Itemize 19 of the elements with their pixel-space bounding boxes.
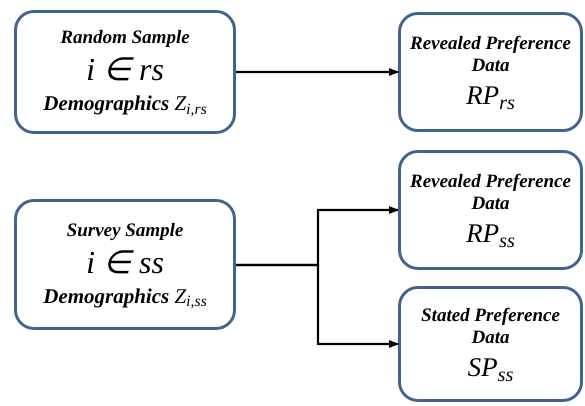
box-title: Revealed Preference Data: [409, 33, 572, 77]
box-title: Stated Preference Data: [420, 305, 561, 349]
formula-text: i ∈ rs: [86, 51, 164, 87]
formula-text: Demographics Z$_{i,ss}$: [43, 282, 207, 310]
formula-text: i ∈ ss: [86, 244, 164, 280]
formula-text: RP$_{ss}$: [466, 217, 515, 249]
process-box: [14, 10, 236, 134]
process-box: [398, 150, 583, 270]
formula-text: Demographics Z$_{i,rs}$: [43, 90, 207, 117]
arrow: [236, 264, 399, 348]
box-title: Random Sample: [60, 27, 190, 49]
formula-text: RP$_{rs}$: [466, 79, 515, 111]
process-box: [398, 12, 583, 132]
formula-text: SP$_{ss}$: [468, 351, 514, 383]
box-title: Survey Sample: [66, 220, 184, 242]
box-title: Revealed Preference Data: [409, 171, 572, 215]
process-box: [398, 286, 583, 402]
arrow: [236, 68, 399, 76]
process-box: [14, 199, 236, 330]
